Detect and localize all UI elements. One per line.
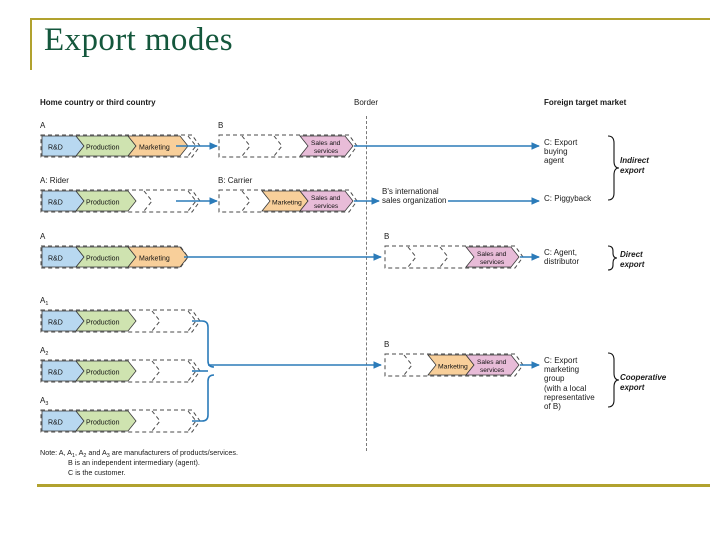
actor-label-a1: A1: [40, 296, 49, 307]
svg-text:Production: Production: [86, 145, 120, 152]
svg-text:Production: Production: [86, 200, 120, 207]
svg-text:Marketing: Marketing: [272, 200, 302, 207]
destination-label-agent-distributor: C: Agent,distributor: [544, 248, 580, 267]
column-header-home-country: Home country or third country: [40, 98, 156, 107]
svg-text:Sales and: Sales and: [311, 140, 341, 147]
svg-text:Marketing: Marketing: [438, 364, 468, 371]
svg-text:Marketing: Marketing: [139, 145, 170, 152]
chain-a2: R&D Production: [40, 359, 210, 383]
chain-a1: R&D Production: [40, 309, 210, 333]
svg-text:services: services: [480, 367, 505, 374]
chain-a-row3: R&D Production Marketing: [40, 245, 200, 269]
svg-text:R&D: R&D: [48, 420, 63, 427]
actor-label-a-rider: A: Rider: [40, 176, 69, 185]
svg-text:services: services: [314, 203, 339, 210]
export-modes-diagram: Home country or third country Border For…: [36, 98, 708, 478]
svg-text:Production: Production: [86, 320, 120, 327]
actor-label-a2: A2: [40, 346, 49, 357]
svg-text:R&D: R&D: [48, 370, 63, 377]
svg-text:Sales and: Sales and: [477, 251, 507, 258]
title-rule-horizontal: [30, 18, 710, 20]
actor-label-b-carrier: B: Carrier: [218, 176, 253, 185]
chain-a-rider: R&D Production: [40, 189, 210, 213]
actor-label-a-row3: A: [40, 232, 46, 241]
actor-label-a3: A3: [40, 396, 49, 407]
title-rule-vertical: [30, 18, 32, 70]
column-header-border: Border: [354, 98, 379, 107]
svg-text:services: services: [314, 148, 339, 155]
chain-a3: R&D Production: [40, 409, 210, 433]
chain-b-row4: Marketing Sales and services: [384, 353, 534, 377]
svg-text:Marketing: Marketing: [139, 256, 170, 263]
border-divider-line: [366, 116, 367, 451]
actor-label-b-row4: B: [384, 340, 390, 349]
figure-note-line-3: C is the customer.: [68, 468, 126, 477]
svg-text:Production: Production: [86, 256, 120, 263]
svg-text:services: services: [480, 259, 505, 266]
svg-text:R&D: R&D: [48, 145, 63, 152]
actor-label-b-row3: B: [384, 232, 390, 241]
chain-b-row1: Sales and services: [218, 134, 368, 158]
svg-text:Sales and: Sales and: [477, 359, 507, 366]
svg-text:R&D: R&D: [48, 256, 63, 263]
page-title: Export modes: [44, 22, 234, 58]
column-header-foreign-market: Foreign target market: [544, 98, 627, 107]
destination-label-piggyback: C: Piggyback: [544, 194, 592, 203]
actor-label-b-row1: B: [218, 121, 224, 130]
figure-note-line-2: B is an independent intermediary (agent)…: [68, 458, 200, 467]
actor-label-a-row1: A: [40, 121, 46, 130]
chain-b-carrier: Marketing Sales and services: [218, 189, 368, 213]
svg-text:R&D: R&D: [48, 200, 63, 207]
chain-a-row1: R&D Production Marketing: [40, 134, 210, 158]
footer-rule: [37, 484, 710, 487]
svg-text:R&D: R&D: [48, 320, 63, 327]
svg-text:Sales and: Sales and: [311, 195, 341, 202]
chain-b-row3: Sales and services: [384, 245, 534, 269]
svg-text:Production: Production: [86, 370, 120, 377]
figure-note-line-1: Note: A, A1, A2 and A3 are manufacturers…: [40, 448, 238, 459]
svg-text:Production: Production: [86, 420, 120, 427]
